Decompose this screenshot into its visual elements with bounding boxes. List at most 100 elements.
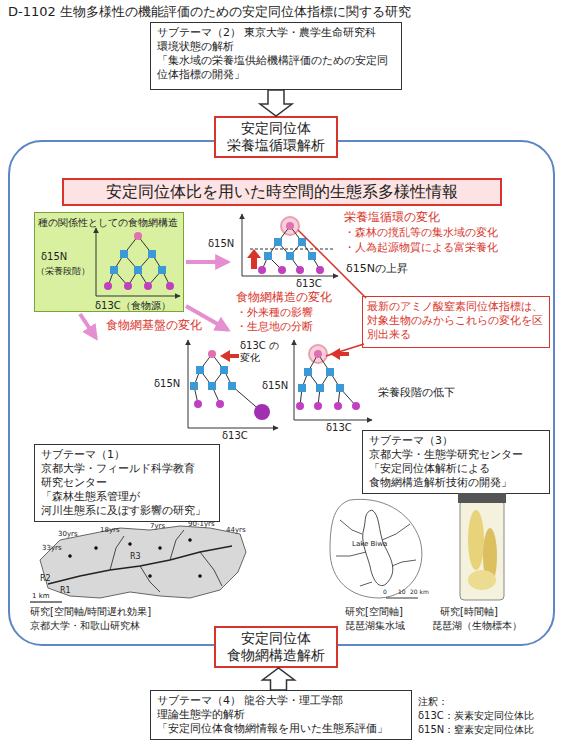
food-web-nutrient-part [286, 252, 294, 260]
block-arrow [263, 668, 295, 690]
food-web-base-part [212, 354, 224, 370]
food-web-structure-part [318, 388, 320, 406]
annotation-label: δ13C：炭素安定同位体比 [418, 710, 534, 722]
food-web-nutrient-part [242, 214, 243, 276]
food-web-nutrient-part [290, 226, 302, 242]
annotation-label: δ15Nの上昇 [346, 262, 408, 275]
food-web-nutrient-part [302, 242, 312, 256]
analysis-box: 安定同位体 栄養塩循環解析 [214, 116, 338, 158]
food-web-structure-part [302, 372, 308, 388]
food-web-base-part [200, 354, 212, 370]
annotation-label: Lake Biwa [352, 540, 387, 548]
specimen-jar-part [468, 510, 484, 570]
node-text: δ13C（食物源） [95, 299, 171, 313]
specimen-jar-part [458, 493, 506, 503]
forest-map-part [149, 575, 152, 578]
food-web-nutrient-part [278, 242, 290, 256]
subtheme-box: サブテーマ（4） 龍谷大学・理工学部理論生態学的解析「安定同位体食物網情報を用い… [150, 690, 412, 740]
food-web-structure-part [340, 388, 356, 406]
subtheme-box: サブテーマ（1）京都大学・フィールド科学教育 研究センター「森林生態系管理が 河… [34, 444, 220, 522]
block-arrow [260, 90, 292, 116]
food-web-base-part [232, 386, 262, 412]
food-web-nutrient-part [316, 266, 324, 274]
food-web-structure-part [296, 402, 304, 410]
annotation-label: 注釈： [418, 696, 448, 708]
forest-map-part [170, 530, 184, 560]
food-web-base-part [208, 382, 216, 390]
annotation-label: ・人為起源物質による富栄養化 [344, 241, 498, 254]
specimen-jar-part [468, 570, 496, 590]
annotation-label: 琵琶湖（生物標本） [432, 620, 522, 632]
food-web-base-part [196, 366, 204, 374]
annotation-label: 栄養塩循環の変化 [344, 210, 440, 224]
annotation-label: 京都大学・和歌山研究林 [30, 620, 140, 632]
pink-arrow-part [186, 260, 228, 264]
food-web-nutrient-part [278, 226, 290, 242]
food-web-structure-part [334, 402, 342, 410]
annotation-label: 10 [398, 588, 406, 595]
annotation-label: δ15N：窒素安定同位体比 [418, 724, 534, 736]
lake-map-part [360, 582, 372, 586]
food-web-base-part [200, 370, 212, 386]
food-web-structure-part [336, 384, 344, 392]
food-web-structure-part [304, 368, 312, 376]
food-web-structure-part [309, 345, 327, 363]
node-heading: 安定同位体 栄養塩循環解析 [216, 120, 336, 154]
annotation-label: 研究[空間軸] [345, 606, 403, 618]
annotation-label: 琵琶湖集水域 [345, 620, 405, 632]
food-web-structure-part [318, 354, 330, 372]
food-web-structure-part [326, 368, 334, 376]
lake-map-part [382, 524, 410, 540]
node-text: δ15N [41, 251, 67, 262]
analysis-box: 安定同位体 食物網構造解析 [214, 626, 338, 668]
food-web-nutrient-part [242, 276, 338, 277]
food-web-nutrient-part [278, 266, 286, 274]
food-web-structure [294, 340, 372, 420]
annotation-label: 食物網基盤の変化 [106, 318, 202, 332]
pink-arrow-part [80, 314, 96, 338]
node-heading: サブテーマ（4） 龍谷大学・理工学部 [157, 694, 405, 708]
annotation-label: 44yrs [226, 526, 246, 534]
food-web-structure-part [308, 354, 318, 372]
node-heading: サブテーマ（2） 東京大学・農学生命研究科 [157, 26, 395, 40]
specimen-jar-part [483, 528, 497, 584]
node-text: 「安定同位体解析による 食物網構造解析技術の開発」 [369, 462, 543, 490]
food-web-base-part [188, 340, 189, 428]
forest-map-part [129, 543, 132, 546]
food-web-base-part [208, 350, 216, 358]
forest-map [30, 526, 246, 602]
food-web-base-part [212, 386, 220, 404]
node-heading: 種の関係性としての食物網構造 [38, 216, 178, 230]
food-web-nutrient-part [268, 242, 278, 256]
forest-map-part [199, 575, 202, 578]
food-web-nutrient-part [290, 242, 302, 256]
forest-map-part [110, 536, 124, 570]
food-web-box: 種の関係性としての食物網構造δ15N（栄養段階）δ13C（食物源） [34, 212, 184, 312]
food-web-nutrient-part [281, 217, 299, 235]
annotation-label: δ13C の変化 [240, 340, 284, 364]
forest-map-part [189, 539, 192, 542]
lake-map-part [330, 499, 422, 598]
specimen-jar [458, 493, 506, 600]
node-text: 「森林生態系管理が 河川生態系に及ぼす影響の研究」 [41, 490, 213, 518]
annotation-label: 18yrs [100, 526, 120, 534]
food-web-base-part [212, 370, 224, 386]
forest-map-part [159, 547, 162, 550]
annotation-label: 研究[空間軸/時間遅れ効果] [30, 606, 151, 618]
food-web-base-part [229, 354, 239, 358]
annotation-label: δ15N [154, 378, 180, 390]
node-text: 京都大学・生態学研究センター [369, 448, 543, 462]
food-web-base-part [228, 382, 236, 390]
food-web-structure-part [308, 372, 320, 388]
food-web-base-part [224, 370, 232, 386]
annotation-label: 30yrs [58, 530, 78, 538]
food-web-structure-part [294, 420, 372, 421]
food-web-nutrient-part [251, 257, 257, 269]
food-web-nutrient-part [286, 222, 294, 230]
diagram-title: D-1102 生物多様性の機能評価のための安定同位体指標に関する研究 [8, 3, 411, 21]
annotation-label: 90-1yrs [188, 520, 215, 528]
food-web-structure-part [339, 352, 349, 356]
food-web-nutrient-part [247, 249, 261, 258]
subtheme-box: サブテーマ（2） 東京大学・農学生命研究科環境状態の解析「集水域の栄養塩供給機構… [150, 22, 402, 90]
leader-line-part [326, 344, 364, 356]
